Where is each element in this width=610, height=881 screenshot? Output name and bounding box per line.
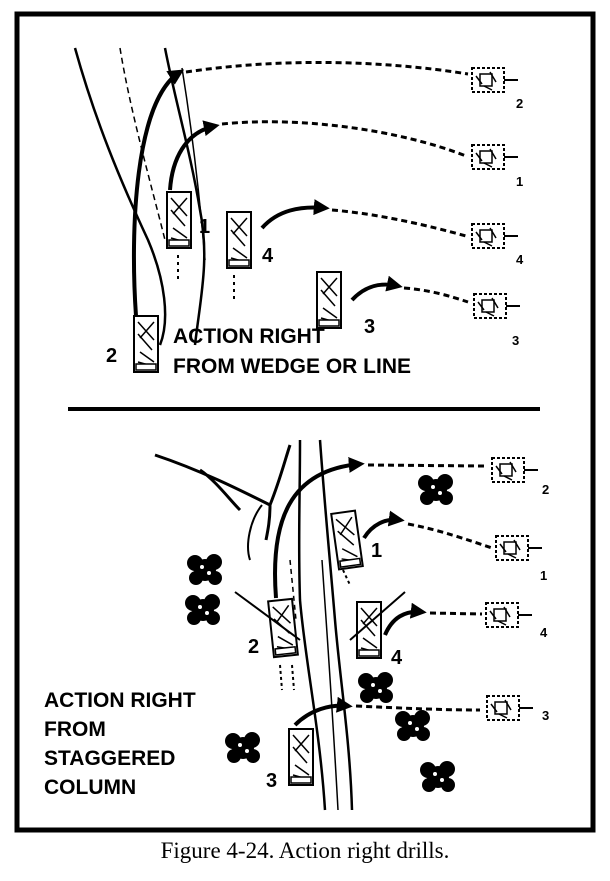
vehicle-number-2-bottom: 2: [248, 636, 259, 658]
vehicle-number-2-top: 2: [106, 345, 117, 367]
bush-icon: [225, 732, 260, 763]
target-number-4-top: 4: [516, 252, 524, 267]
fire-line-2-top: [185, 60, 469, 76]
fire-line-2-bottom: [367, 463, 486, 468]
bottom-panel-title-line-2: FROM: [44, 718, 106, 741]
vehicle-4-top: [226, 211, 252, 269]
vehicle-1-bottom: [330, 509, 364, 571]
bush-icon: [420, 761, 455, 792]
bush-icon: [187, 554, 222, 585]
target-number-3-bottom: 3: [542, 708, 549, 723]
vehicle-number-3-bottom: 3: [266, 770, 277, 792]
vehicle-2-top: [133, 315, 159, 373]
top-panel-title-line-1: ACTION RIGHT: [173, 325, 325, 348]
target-4-top: [471, 223, 519, 249]
top-panel-title-line-2: FROM WEDGE OR LINE: [173, 355, 411, 378]
vehicle-number-4-top: 4: [262, 245, 274, 267]
target-2-top: [471, 67, 519, 93]
target-1-top: [471, 144, 519, 170]
arrow-vehicle-3-bottom: [293, 696, 353, 727]
bottom-panel-title-line-1: ACTION RIGHT: [44, 689, 196, 712]
fire-line-1-bottom: [407, 522, 493, 550]
vehicle-3-top: [316, 271, 342, 329]
target-3-top: [473, 293, 521, 319]
arrow-vehicle-1-bottom: [362, 510, 405, 540]
vehicle-number-4-bottom: 4: [391, 647, 403, 669]
vehicle-number-1-top: 1: [199, 216, 210, 238]
target-2-bottom: [491, 457, 539, 483]
vehicle-3-bottom: [288, 728, 314, 786]
fire-line-3-bottom: [355, 704, 481, 712]
figure-frame: [14, 11, 596, 833]
road-edge-left: [73, 47, 167, 346]
bottom-panel-title-line-4: COLUMN: [44, 776, 136, 799]
target-4-bottom: [485, 602, 533, 628]
road-bottom-right: [318, 439, 354, 811]
target-number-1-top: 1: [516, 174, 523, 189]
fire-line-3-top: [403, 286, 469, 304]
vehicle-number-3-top: 3: [364, 316, 375, 338]
bush-icon: [418, 474, 453, 505]
arrow-vehicle-2-bottom: [273, 456, 365, 599]
top-panel: 2 1 4 3 1 2 3 4 ACTION RIGHT FROM WEDGE …: [73, 47, 524, 378]
bush-icon: [358, 672, 393, 703]
arrow-vehicle-3-top: [350, 275, 403, 302]
bush-icon: [185, 594, 220, 625]
road-bottom-left: [297, 439, 327, 811]
arrow-vehicle-1-top: [168, 120, 220, 191]
fire-line-4-top: [331, 208, 467, 238]
vehicle-number-1-bottom: 1: [371, 540, 382, 562]
fire-line-4-bottom: [429, 611, 483, 616]
bottom-panel: 2 1 4 3 1 2 3 4 ACTION RIGHT FROM STAGGE…: [44, 439, 549, 811]
target-number-2-bottom: 2: [542, 482, 549, 497]
target-number-1-bottom: 1: [540, 568, 547, 583]
fire-line-1-top: [221, 120, 467, 158]
target-number-3-top: 3: [512, 333, 519, 348]
arrow-vehicle-2-top: [131, 69, 185, 317]
arrow-vehicle-4-bottom: [383, 602, 427, 636]
target-3-bottom: [486, 695, 534, 721]
tree-branch: [154, 444, 292, 541]
arrow-vehicle-4-top: [260, 199, 330, 230]
bottom-panel-title-line-3: STAGGERED: [44, 747, 175, 770]
figure-caption: Figure 4-24. Action right drills.: [160, 838, 450, 863]
target-number-2-top: 2: [516, 96, 523, 111]
target-number-4-bottom: 4: [540, 625, 548, 640]
vehicle-1-top: [166, 191, 192, 249]
target-1-bottom: [495, 535, 543, 561]
bush-icon: [395, 710, 430, 741]
